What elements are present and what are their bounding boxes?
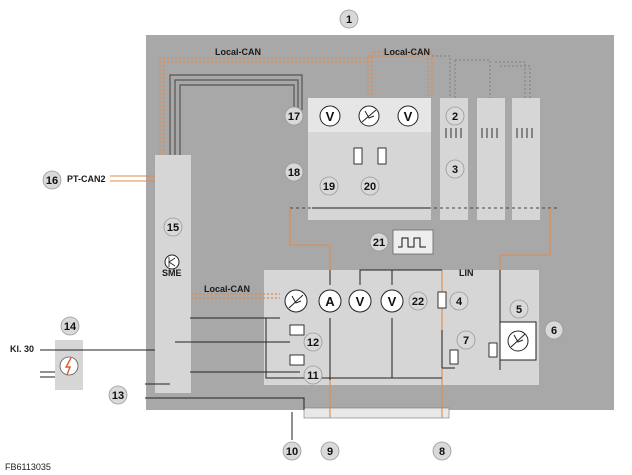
- clock-pulse-icon: [398, 237, 426, 248]
- label-kl30: Kl. 30: [10, 344, 34, 354]
- electronics-panel: [264, 270, 539, 385]
- callout-9: 9: [320, 441, 340, 461]
- relay-coil-2: [289, 354, 305, 366]
- callout-21: 21: [369, 232, 389, 252]
- sme-transistor-icon: [164, 254, 180, 270]
- label-pt-can2: PT-CAN2: [67, 174, 106, 184]
- callout-12: 12: [303, 332, 323, 352]
- callout-20: 20: [360, 176, 380, 196]
- bottom-connector-bar: [303, 407, 450, 419]
- svg-text:14: 14: [64, 321, 77, 333]
- svg-text:11: 11: [307, 370, 319, 382]
- sme-module: [155, 155, 191, 393]
- callout-18: 18: [284, 162, 304, 182]
- callout-19: 19: [319, 176, 339, 196]
- svg-text:7: 7: [463, 335, 469, 347]
- callout-5: 5: [509, 299, 529, 319]
- local-can-bus-middle: [191, 293, 280, 299]
- signal-lines: [289, 208, 551, 418]
- stack-grey-links: [432, 55, 531, 98]
- callout-13: 13: [108, 385, 128, 405]
- callout-16: 16: [42, 170, 62, 190]
- temperature-sensor-icon-lower: [288, 294, 304, 309]
- voltmeter-symbol-3: V: [356, 294, 365, 309]
- sme-transistor-lines: [168, 257, 176, 267]
- local-can-bus-top: [159, 51, 433, 155]
- label-lin: LIN: [459, 268, 474, 278]
- label-local-can-middle: Local-CAN: [204, 284, 250, 294]
- callout-6: 6: [544, 320, 564, 340]
- resistor-7: [449, 349, 459, 365]
- svg-text:2: 2: [452, 111, 458, 123]
- voltmeter-symbol-2: V: [404, 109, 413, 124]
- relay-coil-1: [289, 324, 305, 336]
- stack-module-b: [477, 98, 505, 220]
- svg-text:13: 13: [112, 390, 124, 402]
- svg-text:1: 1: [346, 14, 352, 26]
- pt-can2-lines: [110, 175, 155, 182]
- lightning-icon: [64, 357, 72, 376]
- svg-text:8: 8: [439, 446, 445, 458]
- svg-text:17: 17: [288, 111, 300, 123]
- svg-text:15: 15: [167, 222, 179, 234]
- ammeter-symbol: A: [325, 294, 335, 309]
- svg-text:9: 9: [327, 446, 333, 458]
- callout-11: 11: [303, 365, 323, 385]
- resistor-5: [488, 342, 498, 358]
- sme-supply-lines: [169, 74, 303, 155]
- label-local-can-top-right: Local-CAN: [384, 47, 430, 57]
- svg-text:12: 12: [307, 337, 319, 349]
- svg-text:6: 6: [551, 325, 557, 337]
- svg-text:19: 19: [323, 181, 335, 193]
- callout-10: 10: [282, 441, 302, 461]
- figure-id: FB6113035: [5, 462, 51, 472]
- svg-text:10: 10: [286, 446, 298, 458]
- thermistor-2: [377, 147, 387, 165]
- svg-text:16: 16: [46, 175, 58, 187]
- svg-text:22: 22: [412, 296, 424, 308]
- resistor-4: [437, 291, 447, 309]
- fuse-box-circle: [59, 356, 79, 376]
- callout-8: 8: [432, 441, 452, 461]
- label-sme: SME: [162, 268, 182, 278]
- stack-module-c: [512, 98, 540, 220]
- svg-text:3: 3: [452, 164, 458, 176]
- callout-14: 14: [60, 316, 80, 336]
- callout-3: 3: [445, 159, 465, 179]
- svg-text:20: 20: [364, 181, 376, 193]
- clock-box: [392, 229, 434, 255]
- svg-text:5: 5: [516, 304, 522, 316]
- label-local-can-top-left: Local-CAN: [215, 47, 261, 57]
- callout-4: 4: [449, 291, 469, 311]
- callout-22: 22: [408, 291, 428, 311]
- callout-2: 2: [445, 106, 465, 126]
- callout-17: 17: [284, 106, 304, 126]
- callout-7: 7: [456, 330, 476, 350]
- svg-text:18: 18: [288, 167, 300, 179]
- stack-contacts: [445, 128, 533, 138]
- svg-text:21: 21: [373, 237, 385, 249]
- callout-15: 15: [163, 217, 183, 237]
- sensor-6-icon: [510, 333, 526, 348]
- svg-text:4: 4: [456, 296, 463, 308]
- thermistor-1: [353, 147, 363, 165]
- voltmeter-symbol-4: V: [388, 294, 397, 309]
- temperature-sensor-icon: [361, 109, 377, 123]
- voltmeter-symbol-1: V: [326, 109, 335, 124]
- external-wiring: [40, 317, 305, 440]
- callout-1: 1: [339, 9, 359, 29]
